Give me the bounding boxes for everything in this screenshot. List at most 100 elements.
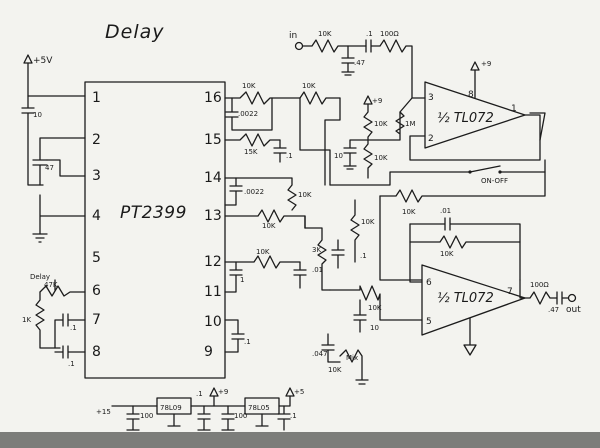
- c-reg2-label: 100: [234, 412, 247, 420]
- pin-16: 16: [204, 90, 222, 106]
- c-bias-label: 10: [334, 152, 343, 160]
- on-off-label: ON-OFF: [481, 177, 508, 185]
- title: Delay: [105, 21, 165, 43]
- pin-capacitor-47: 47: [32, 137, 86, 186]
- opamp1-pin-vplus: 8: [468, 90, 474, 100]
- left-pin-numbers: 1 2 3 4 5 6 7 8: [92, 90, 101, 360]
- c-pin8-label: .1: [68, 360, 75, 368]
- r-fb-label: 10K: [402, 208, 416, 216]
- pin-4: 4: [92, 208, 101, 224]
- c-in-label: .1: [366, 30, 373, 38]
- r-fb2-label: 10K: [440, 250, 454, 258]
- mix-pot-label: Mix: [346, 354, 358, 362]
- delay-pot-value: 47K: [44, 281, 58, 289]
- c-mid3-label: 10: [370, 324, 379, 332]
- pin15-network: 15K .1: [224, 97, 331, 186]
- opamp2-pin-plus: 5: [426, 317, 432, 327]
- supply-5v-left: +5V 10: [21, 54, 86, 186]
- pin-13: 13: [204, 208, 222, 224]
- right-pin-numbers: 16 15 14 13 12 11 10 9: [204, 90, 222, 360]
- power-supply: +15 100 78L09 .1 +9 100 78L05 +5 .1: [96, 387, 304, 431]
- opamp2-pin-minus: 6: [426, 278, 432, 288]
- c-047-label: .047: [312, 350, 328, 358]
- delay-pot-network: Delay 47K 1K .1 .1: [22, 273, 86, 368]
- supply-5v-label: +5V: [33, 56, 53, 66]
- opamp2-pin-out: 7: [507, 287, 513, 297]
- r-13-label: 10K: [262, 222, 276, 230]
- bias-network: +9 10K 10K 10 1M: [334, 95, 426, 179]
- pin10-9-network: .1: [224, 319, 251, 353]
- pin-9: 9: [204, 344, 213, 360]
- r-in-label: 10K: [318, 30, 332, 38]
- pin-5: 5: [92, 250, 101, 266]
- r-mid1-label: 3K: [312, 246, 321, 254]
- c-15-label: .1: [286, 152, 293, 160]
- pin-12: 12: [204, 254, 222, 270]
- c-9-label: .1: [244, 338, 251, 346]
- r-mid3-label: 10K: [368, 304, 382, 312]
- out-label: out: [566, 305, 581, 315]
- feedback-network: 10K .01 10K: [379, 171, 546, 283]
- r-out-label: 100Ω: [530, 281, 549, 289]
- pin12-11-network: 10K 1 .01: [224, 248, 323, 293]
- pin14-13-network: .0022 10K 10K: [224, 177, 312, 230]
- r-1m-label: 1M: [405, 120, 416, 128]
- desk-edge: [0, 432, 600, 448]
- supply-15-label: +15: [96, 408, 111, 416]
- pin-6: 6: [92, 283, 101, 299]
- r-pin7-label: 1K: [22, 316, 31, 324]
- r-16b-label: 10K: [302, 82, 316, 90]
- opamp1-label: ½ TL072: [437, 111, 494, 126]
- r-16a-label: 10K: [242, 82, 256, 90]
- reg-supply-5-label: +5: [294, 388, 304, 396]
- c-16-label: .0022: [238, 110, 258, 118]
- input-stage: in 10K .1 100Ω .47: [289, 30, 413, 99]
- r-mid2-label: 10K: [361, 218, 375, 226]
- c-mid-label: .01: [312, 266, 323, 274]
- pin-1: 1: [92, 90, 101, 106]
- c-pin3-label: 47: [45, 164, 54, 172]
- pin16-network: 10K 10K .0022: [224, 82, 341, 131]
- c-out-label: .47: [548, 306, 559, 314]
- r-bias1-label: 10K: [374, 120, 388, 128]
- opamp2-label: ½ TL072: [437, 291, 494, 306]
- chip-label: PT2399: [120, 203, 187, 223]
- pin-10: 10: [204, 314, 222, 330]
- mix-pot-value: 10K: [328, 366, 342, 374]
- opamp-2: ½ TL072 6 5 7 100Ω .47 out: [421, 264, 581, 356]
- c-reg1b-label: .1: [196, 390, 203, 398]
- in-label: in: [289, 31, 297, 41]
- pin-14: 14: [204, 170, 222, 186]
- delay-pot-label: Delay: [30, 273, 50, 281]
- c-reg1-label: 100: [140, 412, 153, 420]
- pin-15: 15: [204, 132, 222, 148]
- c-14-label: .0022: [244, 188, 264, 196]
- output-jack: [567, 293, 577, 303]
- opamp1-pin-out: 1: [511, 104, 517, 114]
- interconnect-wires: [304, 97, 423, 281]
- r-15-label: 15K: [244, 148, 258, 156]
- opamp-1: ½ TL072 3 2 1 8 +9 ON-OFF: [329, 60, 546, 186]
- reg-78l05-label: 78L05: [248, 404, 270, 412]
- r-14-label: 10K: [298, 191, 312, 199]
- bias-supply-label: +9: [372, 97, 382, 105]
- middle-network: 3K 10K .1 10K 10 .047 Mix 10K: [304, 199, 423, 385]
- c-pin7-label: .1: [70, 324, 77, 332]
- c-reg3-label: .1: [290, 412, 297, 420]
- c-mid2-label: .1: [360, 252, 367, 260]
- c-47-label: .47: [354, 59, 365, 67]
- opamp1-pin-minus: 2: [428, 134, 434, 144]
- pin-11: 11: [204, 284, 222, 300]
- r-bias2-label: 10K: [374, 154, 388, 162]
- opamp1-supply-label: +9: [481, 60, 491, 68]
- opamp1-pin-plus: 3: [428, 93, 434, 103]
- pin-7: 7: [92, 312, 101, 328]
- pin-2: 2: [92, 132, 101, 148]
- pin4-ground: [32, 194, 86, 243]
- reg-supply-9-label: +9: [218, 388, 228, 396]
- r-100-label: 100Ω: [380, 30, 399, 38]
- c-11-label: 1: [240, 276, 244, 284]
- reg-78l09-label: 78L09: [160, 404, 182, 412]
